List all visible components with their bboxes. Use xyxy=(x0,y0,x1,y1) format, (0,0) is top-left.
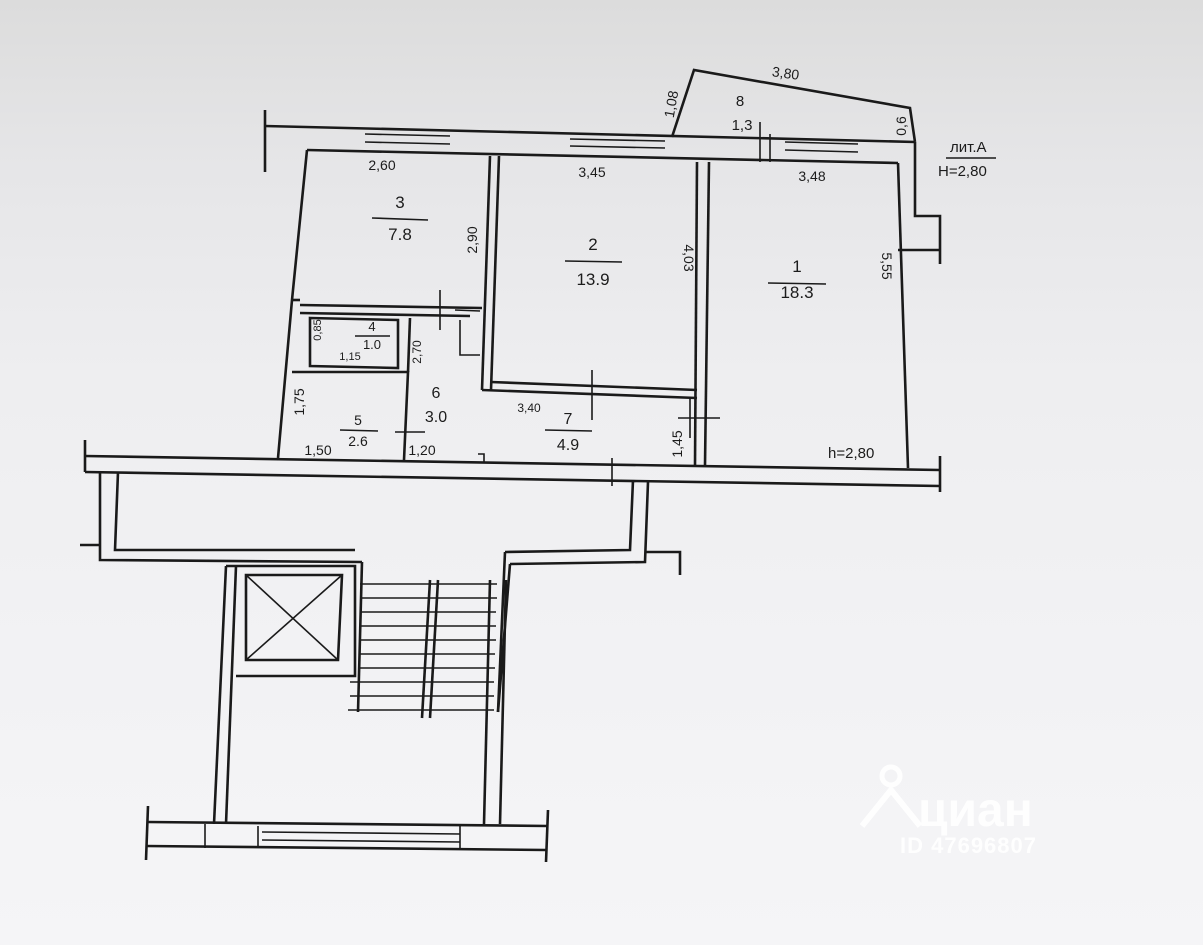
room-number: 8 xyxy=(736,93,744,110)
dim-balcony-left: 1,08 xyxy=(661,89,682,119)
dim-room5-height: 1,75 xyxy=(291,388,307,415)
room-label-6: 6 3.0 xyxy=(425,385,447,426)
room-area: 1.0 xyxy=(363,337,381,352)
room-number: 5 xyxy=(354,412,362,428)
dim-room7-width: 3,40 xyxy=(517,401,541,415)
dim-room3-height: 2,90 xyxy=(464,226,480,253)
room-area: 3.0 xyxy=(425,409,447,426)
room-label-7: 7 4.9 xyxy=(544,411,593,454)
dim-balcony-right: 0,6 xyxy=(893,116,909,136)
room-height-label: h=2,80 xyxy=(828,445,874,462)
room-area: 2.6 xyxy=(348,433,368,449)
room-label-3: 3 7.8 xyxy=(371,193,429,244)
stair-treads xyxy=(348,583,497,711)
apartment-walls xyxy=(83,110,942,492)
ceiling-height-label: H=2,80 xyxy=(938,163,987,180)
liter-label: лит.А xyxy=(950,139,987,156)
dim-room7-height: 1,45 xyxy=(669,430,685,457)
room-label-1: 1 18.3 xyxy=(767,257,827,302)
dim-room4-width: 1,15 xyxy=(339,351,360,363)
room-number: 1 xyxy=(792,257,801,276)
building-annotation: лит.А H=2,80 h=2,80 xyxy=(828,139,996,462)
stairwell xyxy=(80,471,682,863)
interior-walls xyxy=(292,155,720,486)
room-label-5: 5 2.6 xyxy=(339,412,379,449)
dim-room2-width: 3,45 xyxy=(578,164,605,180)
listing-id: ID 47696807 xyxy=(900,833,1037,858)
room-number: 6 xyxy=(432,385,441,402)
dimension-labels: 2,60 2,90 3,45 4,03 3,48 5,55 3,80 1,08 … xyxy=(291,63,909,458)
room-area: 18.3 xyxy=(780,283,813,302)
cian-watermark: циан ID 47696807 xyxy=(859,764,1037,858)
room-label-4: 4 1.0 xyxy=(355,319,390,352)
room-area: 1,3 xyxy=(732,117,753,134)
brand-name: циан xyxy=(918,784,1033,837)
room-label-8: 8 1,3 xyxy=(732,93,753,134)
room-label-2: 2 13.9 xyxy=(564,235,623,289)
dim-room6-height: 2,70 xyxy=(410,340,424,364)
dim-room4-height: 0,85 xyxy=(312,319,324,340)
balcony-outline xyxy=(670,68,917,162)
dim-room5-width: 1,50 xyxy=(304,442,331,458)
dim-room6-width: 1,20 xyxy=(408,442,435,458)
location-pin-icon xyxy=(859,764,923,828)
room-number: 2 xyxy=(588,235,597,254)
room-area: 13.9 xyxy=(576,270,609,289)
dim-room1-width: 3,48 xyxy=(798,168,825,184)
room-area: 7.8 xyxy=(388,225,412,244)
dim-room3-width: 2,60 xyxy=(368,157,395,173)
room-area: 4.9 xyxy=(557,437,579,454)
dim-room1-height: 5,55 xyxy=(879,252,895,279)
dim-room2-height: 4,03 xyxy=(681,244,697,271)
dim-balcony-width: 3,80 xyxy=(771,63,800,83)
room-number: 3 xyxy=(395,193,404,212)
room-number: 4 xyxy=(368,319,375,334)
room-number: 7 xyxy=(564,411,573,428)
